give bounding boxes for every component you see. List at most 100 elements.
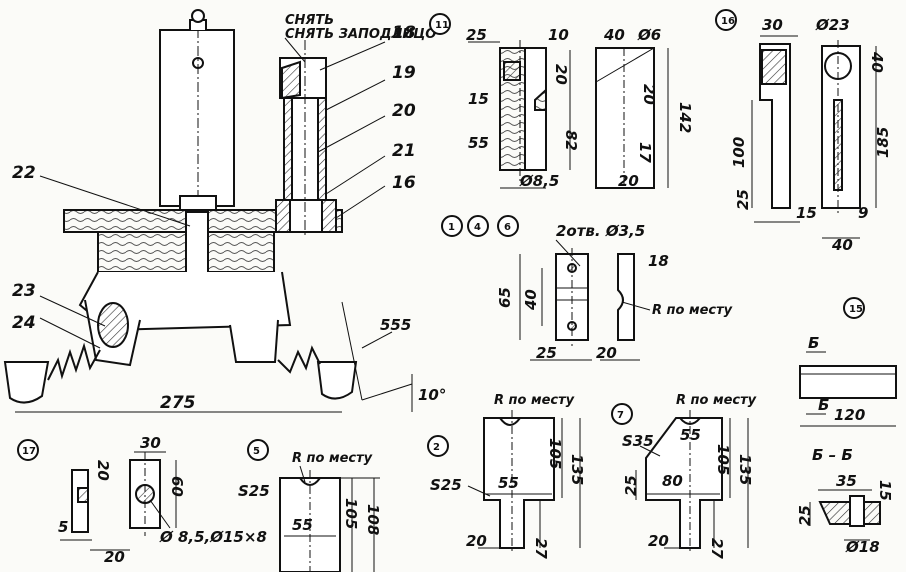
part-7 — [611, 403, 749, 552]
callout-23: 23 — [12, 281, 36, 301]
leader-20 — [317, 115, 386, 153]
callout-24: 24 — [12, 313, 36, 333]
part-2-d135: 135 — [568, 454, 586, 485]
part-16-head-section — [761, 49, 787, 85]
part-2-radius — [499, 417, 521, 426]
part-4-id: 4 — [474, 222, 481, 233]
assembly-view — [3, 9, 413, 413]
leader-22 — [39, 175, 191, 227]
dim-10deg: 10° — [418, 386, 446, 404]
part-11-d10: 10 — [548, 26, 569, 44]
part-2-id: 2 — [433, 442, 440, 453]
part-146-r-leader — [621, 301, 651, 311]
part-11-d20c: 20 — [618, 172, 639, 190]
part-2-d105: 105 — [546, 438, 564, 469]
leader-18 — [319, 41, 386, 71]
sleeve-cap — [281, 60, 301, 100]
part-2 — [427, 410, 581, 552]
part-16-id: 16 — [721, 16, 735, 27]
part-146-holes-leader — [555, 239, 581, 267]
part-11-hole — [503, 61, 521, 81]
column-nut-top — [191, 9, 205, 23]
part-146-r-note: R по месту — [652, 303, 733, 318]
part-11-id: 11 — [435, 20, 449, 31]
dim-275: 275 — [160, 393, 196, 413]
part-2-r-note: R по месту — [494, 393, 575, 408]
part-7-d135: 135 — [736, 454, 754, 485]
part-146-d20: 20 — [596, 344, 617, 362]
part-15-d35: 35 — [836, 472, 857, 490]
part-7-s-leader — [639, 445, 661, 457]
part-5-d55: 55 — [292, 516, 313, 534]
leader-19 — [325, 79, 386, 111]
part-2-body — [483, 417, 555, 549]
part-7-s35: S35 — [622, 432, 654, 450]
part-5 — [247, 439, 380, 572]
part-5-s25: S25 — [238, 482, 270, 500]
part-17-d20a: 20 — [94, 460, 112, 481]
bolt-head — [179, 195, 217, 211]
part-146-side — [617, 253, 635, 341]
saw-teeth-left — [47, 342, 101, 381]
saw-teeth-right — [277, 345, 321, 374]
part-7-body — [645, 417, 723, 549]
part-5-d108: 108 — [364, 504, 382, 535]
part-11 — [429, 13, 669, 189]
note-text-1: СНЯТЬ — [285, 13, 334, 28]
part-17-d30: 30 — [140, 434, 161, 452]
part-7-d105: 105 — [714, 444, 732, 475]
part-2-s25: S25 — [430, 476, 462, 494]
part-17-badge — [17, 439, 39, 461]
part-2-badge — [427, 435, 449, 457]
column-hole — [192, 57, 204, 69]
part-11-d82: 82 — [562, 130, 580, 151]
part-7-badge — [611, 403, 633, 425]
part-15 — [799, 297, 897, 541]
dim-555-leader — [361, 331, 393, 349]
part-16-d40b: 40 — [831, 236, 853, 254]
part-17-holes: Ø 8,5,Ø15×8 — [159, 528, 267, 546]
sleeve-base-left — [275, 199, 291, 233]
callout-20: 20 — [392, 101, 416, 121]
part-17 — [17, 439, 177, 551]
part-15-id: 15 — [849, 304, 863, 315]
callout-22: 22 — [12, 163, 36, 183]
part-15-d15: 15 — [876, 480, 894, 501]
part-15-badge — [843, 297, 865, 319]
part-15-d25: 25 — [796, 505, 814, 526]
part-6-badge — [497, 215, 519, 237]
part-5-badge — [247, 439, 269, 461]
part-11-d40: 40 — [603, 26, 625, 44]
part-1-id: 1 — [448, 222, 455, 233]
part-7-r-note: R по месту — [676, 393, 757, 408]
part-15-plate — [799, 365, 897, 399]
part-16-d40a: 40 — [868, 51, 886, 73]
part-16-badge — [715, 9, 737, 31]
part-17-side-hole — [77, 487, 89, 503]
dim-10deg-line — [361, 383, 413, 401]
part-15-d120: 120 — [834, 406, 865, 424]
part-16-d15: 15 — [796, 204, 817, 222]
leader-16 — [335, 185, 386, 219]
part-16-d30: 30 — [762, 16, 783, 34]
clamp-detail — [97, 302, 129, 348]
part-17-id: 17 — [22, 446, 36, 457]
part-17-d60: 60 — [168, 476, 186, 497]
callout-18: 18 — [392, 23, 416, 43]
part-16-d25: 25 — [734, 189, 752, 210]
part-11-badge — [429, 13, 451, 35]
part-6-id: 6 — [504, 222, 511, 233]
part-17-d5: 5 — [58, 518, 68, 536]
part-7-d80: 80 — [662, 472, 683, 490]
part-11-d15: 15 — [468, 90, 489, 108]
part-7-id: 7 — [617, 410, 624, 421]
part-15-d18: Ø18 — [845, 538, 880, 556]
part-7-radius — [679, 417, 701, 425]
part-1-4-6 — [441, 215, 651, 361]
part-15-section-hole — [849, 495, 865, 527]
part-11-side — [595, 47, 655, 189]
left-foot — [3, 361, 50, 404]
part-2-s-leader — [467, 485, 491, 497]
part-11-d8_5: Ø8,5 — [519, 172, 559, 190]
part-17-d20b: 20 — [104, 548, 125, 566]
